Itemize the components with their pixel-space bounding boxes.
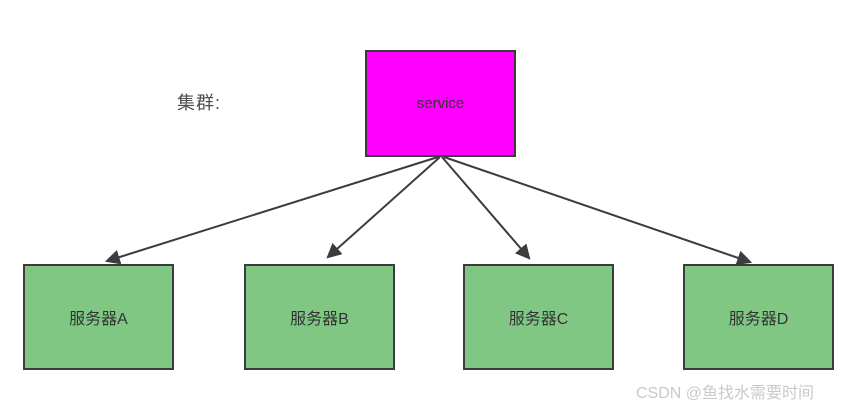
server-b-label: 服务器B [290,311,349,328]
cluster-label: 集群: [177,93,222,113]
arrow-service-to-server-c [441,156,531,260]
service-node: service [365,50,516,157]
arrow-service-to-server-d [443,156,753,265]
server-a-node: 服务器A [23,264,174,370]
server-a-label: 服务器A [69,311,128,328]
server-d-node: 服务器D [683,264,834,370]
server-c-label: 服务器C [508,311,569,328]
arrow-service-to-server-a [104,156,439,265]
server-d-label: 服务器D [728,311,789,328]
service-node-label: service [416,95,465,112]
arrow-service-to-server-b [326,156,441,259]
server-c-node: 服务器C [463,264,614,370]
watermark: CSDN @鱼找水需要时间 [636,385,815,402]
server-b-node: 服务器B [244,264,395,370]
